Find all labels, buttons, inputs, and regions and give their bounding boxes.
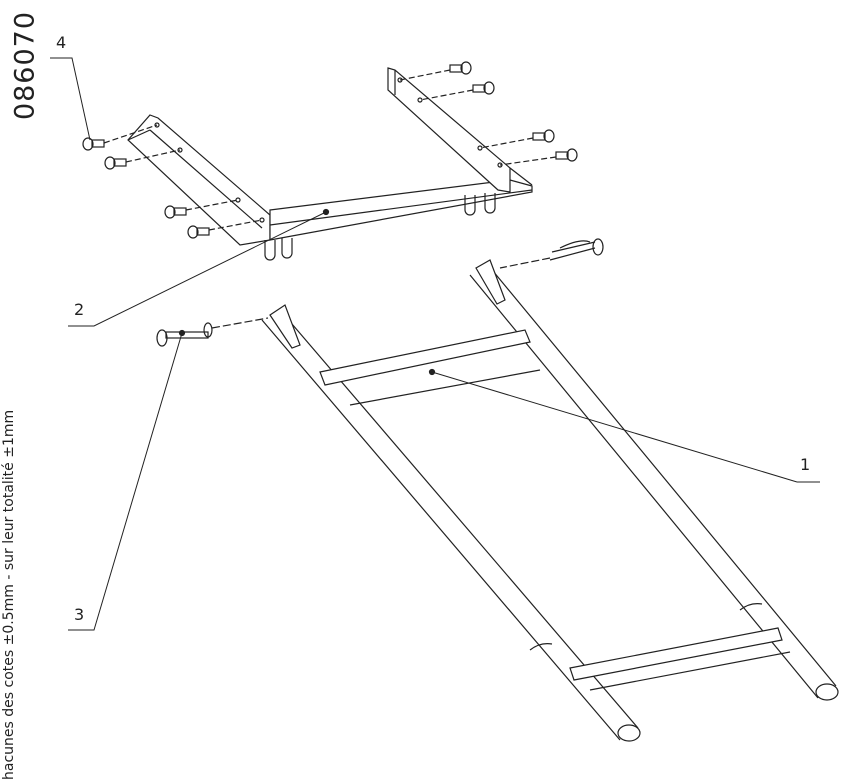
screw — [499, 148, 578, 166]
pin-right — [499, 238, 604, 269]
screw — [164, 199, 239, 219]
screw — [479, 129, 555, 149]
pins — [156, 238, 604, 347]
callout-4: 4 — [56, 33, 67, 52]
tolerance-note: hacunes des cotes ±0.5mm - sur leur tota… — [1, 409, 17, 780]
pin-left — [156, 317, 269, 347]
screw — [187, 219, 263, 239]
callout-2: 2 — [74, 300, 85, 319]
leader-lines — [50, 57, 820, 631]
bracket-assembly — [127, 67, 533, 261]
screw — [82, 124, 158, 151]
screw — [104, 149, 181, 170]
screws — [82, 61, 578, 239]
callout-3: 3 — [74, 605, 85, 624]
frame — [178, 208, 839, 742]
callout-1: 1 — [800, 455, 811, 474]
screw — [419, 81, 495, 101]
document-number: 086070 — [9, 10, 41, 121]
screw — [399, 61, 472, 81]
